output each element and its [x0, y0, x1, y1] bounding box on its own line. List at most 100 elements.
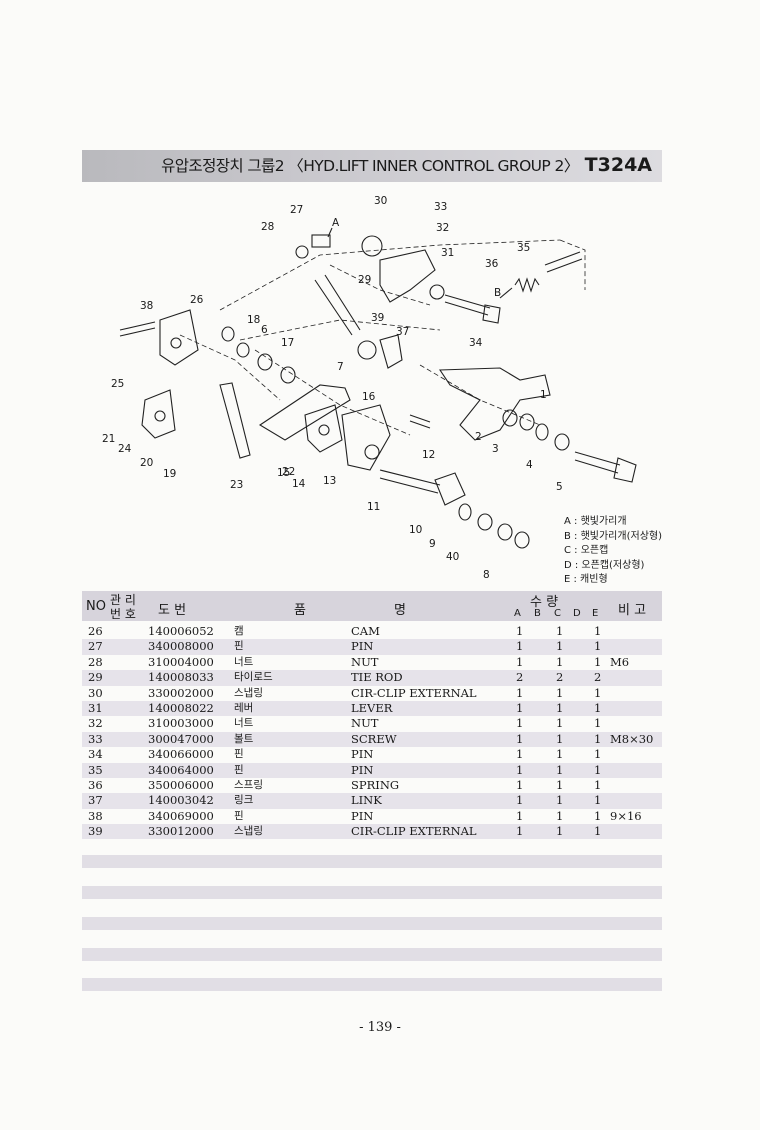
row-qty-a: 1 — [516, 808, 524, 823]
callout-labels: 1 2 3 4 5 6 7 8 9 10 11 12 13 14 15 16 1… — [102, 195, 563, 581]
callout: 25 — [111, 378, 124, 390]
lever-part-15 — [304, 404, 343, 453]
row-name-kr: 스냅링 — [234, 825, 263, 838]
row-part-number: 140008022 — [148, 700, 214, 715]
callout: 22 — [282, 466, 295, 478]
row-qty-c: 1 — [556, 824, 564, 839]
parts-table-header: NO 관 리 번 호 도 번 품 명 수 량 A B C D E 비 고 — [82, 591, 662, 621]
callout: 10 — [409, 524, 422, 536]
row-no: 34 — [88, 747, 103, 762]
link-part-37 — [379, 334, 403, 369]
row-name-en: CAM — [351, 624, 380, 638]
row-name-kr: 링크 — [234, 794, 254, 807]
header-qty-e: E — [592, 608, 599, 619]
empty-row-band — [82, 978, 662, 991]
table-row: 29 140008033 타이로드 TIE ROD 2 2 2 — [82, 670, 662, 686]
row-qty-c: 1 — [556, 793, 564, 808]
row-no: 36 — [88, 777, 103, 792]
row-qty-e: 1 — [594, 747, 602, 762]
callout: 11 — [367, 501, 380, 513]
row-qty-a: 1 — [516, 654, 524, 669]
row-name-en: PIN — [351, 639, 374, 654]
circlip-part-30 — [361, 235, 383, 257]
row-qty-e: 1 — [594, 654, 602, 669]
row-name-en: SPRING — [351, 777, 400, 792]
row-no: 33 — [88, 731, 103, 746]
callout: 16 — [362, 391, 376, 403]
table-row: 28 310004000 너트 NUT 1 1 1 M6 — [82, 655, 662, 670]
callout: 15 — [277, 467, 290, 479]
cam-part — [159, 309, 199, 366]
callout: 9 — [429, 538, 436, 550]
header-name-part2: 명 — [394, 603, 406, 618]
callout: 27 — [290, 204, 303, 216]
row-part-number: 340008000 — [148, 639, 214, 654]
empty-row-band — [82, 886, 662, 899]
callout: 2 — [475, 431, 482, 443]
row-qty-a: 1 — [516, 777, 524, 792]
header-qty-b: B — [534, 608, 541, 619]
header-remark: 비 고 — [618, 603, 647, 618]
callout: 28 — [261, 221, 274, 233]
row-qty-c: 1 — [556, 639, 564, 654]
pin-part-38 — [119, 321, 156, 337]
callout: 3 — [492, 443, 499, 455]
table-row: 32 310003000 너트 NUT 1 1 1 — [82, 716, 662, 731]
row-part-number: 140008033 — [148, 670, 214, 685]
row-part-number: 340064000 — [148, 762, 214, 777]
row-part-number: 310003000 — [148, 716, 214, 731]
header-mgmt-line2: 번 호 — [110, 607, 136, 621]
row-name-kr: 핀 — [234, 748, 244, 761]
callout: 24 — [118, 443, 132, 455]
callout: 37 — [396, 326, 409, 338]
row-qty-c: 1 — [556, 685, 564, 700]
table-row: 34 340066000 핀 PIN 1 1 1 — [82, 747, 662, 762]
fork-lever-part-1 — [438, 367, 551, 441]
cam-hole — [170, 337, 182, 349]
row-name-en: CIR-CLIP EXTERNAL — [351, 824, 477, 839]
row-qty-e: 1 — [594, 624, 602, 638]
row-name-kr: 핀 — [234, 640, 244, 653]
empty-row-band — [82, 917, 662, 930]
row-qty-e: 1 — [594, 716, 602, 731]
row-part-number: 330012000 — [148, 824, 214, 839]
callout: 6 — [261, 324, 268, 336]
callout: 7 — [337, 361, 344, 373]
empty-row-band — [82, 948, 662, 961]
table-row: 33 300047000 볼트 SCREW 1 1 1 M8×30 — [82, 731, 662, 748]
variant-legend: A : 햇빛가리개 B : 햇빛가리개(저상형) C : 오픈캡 D : 오픈캡… — [564, 515, 662, 588]
legend-item: E : 캐빈형 — [564, 574, 608, 585]
row-qty-e: 1 — [594, 700, 602, 715]
header-qty-a: A — [514, 608, 521, 619]
callout: 19 — [163, 468, 176, 480]
row-no: 39 — [88, 824, 103, 839]
row-name-kr: 스냅링 — [234, 686, 263, 699]
row-no: 31 — [88, 700, 103, 715]
clip-part-9 — [535, 423, 549, 441]
row-name-en: TIE ROD — [351, 670, 403, 685]
row-no: 28 — [88, 654, 103, 669]
header-qty: 수 량 — [530, 595, 559, 610]
title-main: 유압조정장치 그룹2 〈HYD.LIFT INNER CONTROL GROUP… — [161, 157, 579, 175]
row-part-number: 300047000 — [148, 731, 214, 746]
row-part-number: 330002000 — [148, 685, 214, 700]
callout: 35 — [517, 242, 530, 254]
row-name-kr: 타이로드 — [234, 671, 273, 684]
row-name-en: LEVER — [351, 700, 393, 715]
parts-table-body: 26 140006052 캠 CAM 1 1 1 27 340008000 핀 … — [82, 624, 662, 840]
callout: 29 — [358, 274, 371, 286]
row-qty-e: 1 — [594, 731, 602, 746]
row-qty-a: 1 — [516, 793, 524, 808]
table-row: 39 330012000 스냅링 CIR-CLIP EXTERNAL 1 1 1 — [82, 824, 662, 840]
block-part-13 — [341, 404, 391, 471]
row-qty-e: 2 — [594, 670, 602, 685]
header-qty-d: D — [573, 608, 581, 619]
row-remark: M6 — [610, 654, 630, 669]
page-number: - 139 - — [359, 1020, 401, 1035]
table-row: 26 140006052 캠 CAM 1 1 1 — [82, 624, 662, 639]
table-row: 38 340069000 핀 PIN 1 1 1 9×16 — [82, 809, 662, 824]
table-row: 37 140003042 링크 LINK 1 1 1 — [82, 793, 662, 809]
row-part-number: 340066000 — [148, 747, 214, 762]
row-qty-e: 1 — [594, 762, 602, 777]
row-qty-c: 1 — [556, 762, 564, 777]
